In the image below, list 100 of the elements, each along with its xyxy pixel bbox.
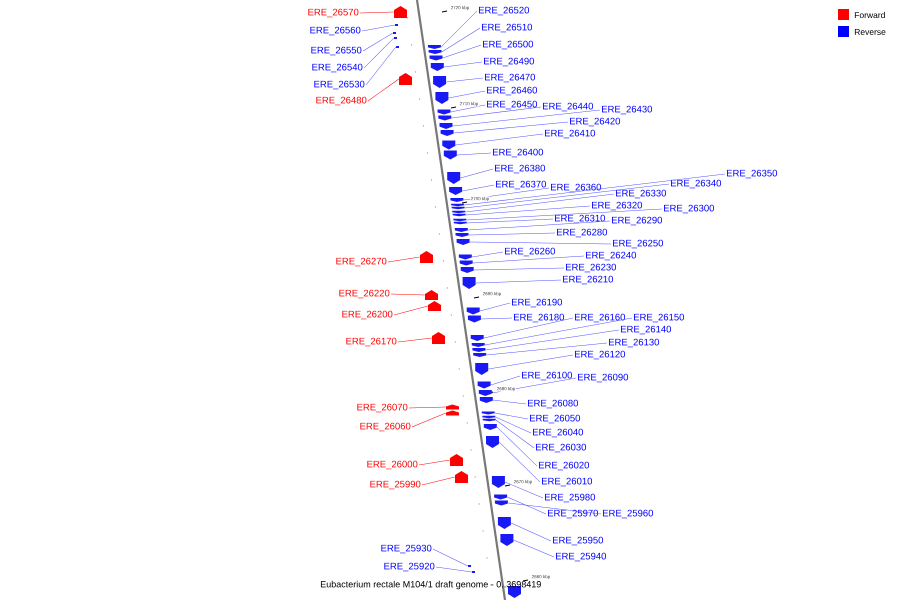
gene-label: ERE_26240 — [586, 252, 636, 260]
leader-line — [468, 220, 610, 230]
leader-line — [464, 184, 670, 208]
leader-line — [455, 134, 544, 146]
leader-line — [508, 502, 602, 514]
gene-block — [449, 187, 462, 195]
leader-line — [496, 426, 538, 466]
leader-line — [454, 122, 568, 134]
gene-label: ERE_25930 — [381, 544, 432, 554]
gene-label: ERE_26050 — [530, 414, 580, 424]
gene-label: ERE_26260 — [505, 248, 556, 256]
leader-line — [486, 342, 608, 356]
leader-line — [470, 242, 612, 244]
leader-line — [496, 420, 534, 448]
leader-line — [466, 206, 590, 216]
gene-block — [432, 332, 445, 344]
leader-line — [484, 318, 574, 338]
gene-label: ERE_26140 — [621, 326, 672, 334]
gene-label: ERE_26100 — [522, 372, 572, 380]
gene-block — [433, 76, 446, 88]
leader-line — [394, 306, 428, 316]
gene-label: ERE_26180 — [514, 314, 564, 322]
gene-block — [468, 316, 481, 322]
gene-label: ERE_26250 — [613, 240, 664, 248]
gene-label: ERE_25970 — [548, 510, 598, 518]
leader-line — [492, 378, 576, 394]
gene-label: ERE_26190 — [512, 298, 562, 308]
gene-label: ERE_26510 — [482, 24, 532, 32]
gene-label: ERE_26220 — [339, 290, 390, 298]
leader-line — [504, 482, 544, 498]
leader-line — [480, 318, 512, 320]
gene-block — [454, 222, 467, 224]
gene-label: ERE_26120 — [575, 350, 626, 360]
gene-block — [452, 214, 466, 216]
leader-line — [507, 496, 546, 514]
leader-line — [436, 566, 472, 572]
gene-block — [508, 586, 521, 598]
gene-block — [394, 6, 407, 18]
gene-label: ERE_26290 — [612, 216, 662, 226]
gene-label: ERE_26460 — [487, 86, 538, 96]
gene-block — [451, 204, 464, 206]
leader-line — [464, 174, 726, 206]
leader-line — [442, 44, 482, 58]
leader-line — [490, 376, 520, 386]
leader-line — [466, 208, 662, 220]
gene-block — [438, 116, 452, 120]
gene-label: ERE_25920 — [384, 562, 434, 572]
gene-label: ERE_26480 — [316, 96, 366, 106]
gene-label: ERE_26300 — [664, 204, 714, 214]
gene-block — [462, 277, 476, 289]
gene-label: ERE_26500 — [483, 40, 534, 50]
gene-label: ERE_26020 — [539, 462, 590, 470]
leader-line — [444, 62, 482, 68]
gene-label: ERE_25940 — [556, 552, 606, 562]
gene-block — [492, 476, 505, 488]
gene-block — [450, 198, 464, 202]
leader-line — [460, 168, 494, 178]
gene-label: ERE_26040 — [533, 428, 584, 438]
leader-line — [484, 318, 632, 346]
legend-label: Forward — [854, 12, 885, 18]
gene-label: ERE_26270 — [336, 258, 386, 266]
leader-line — [418, 460, 450, 466]
leader-line — [448, 90, 486, 98]
gene-label: ERE_26010 — [542, 478, 592, 486]
leader-line — [485, 330, 620, 350]
gene-label: ERE_26450 — [487, 100, 538, 110]
leader-line — [462, 184, 494, 192]
gene-block — [460, 267, 474, 273]
gene-label: ERE_26060 — [360, 422, 410, 432]
leader-line — [412, 412, 446, 428]
gene-block — [452, 210, 466, 214]
gene-label: ERE_26430 — [602, 106, 652, 114]
gene-label: ERE_26420 — [570, 118, 620, 126]
leader-line — [456, 152, 492, 156]
leader-line — [450, 104, 486, 112]
caption: Eubacterium rectale M104/1 draft genome - 0..3698419 — [320, 580, 541, 590]
gene-label: ERE_26070 — [357, 404, 408, 412]
gene-block — [453, 218, 466, 222]
leader-line — [472, 252, 504, 258]
gene-label: ERE_26530 — [314, 80, 364, 90]
gene-block — [420, 251, 433, 263]
gene-block — [455, 471, 468, 483]
gene-block — [494, 494, 508, 500]
leader-line — [463, 188, 550, 200]
gene-label: ERE_26380 — [495, 164, 546, 174]
gene-block — [466, 308, 480, 314]
gene-label: ERE_25990 — [370, 480, 420, 490]
gene-block — [446, 404, 459, 410]
leader-line — [408, 406, 446, 408]
gene-label: ERE_26550 — [311, 46, 362, 56]
gene-block — [494, 500, 508, 506]
gene-block — [456, 239, 470, 245]
leader-line — [440, 10, 478, 48]
gene-label: ERE_26560 — [310, 26, 360, 36]
leader-line — [451, 106, 542, 118]
leader-line — [476, 280, 562, 284]
gene-block — [399, 73, 412, 85]
gene-block — [425, 290, 438, 300]
gene-block — [442, 140, 456, 150]
leader-line — [492, 400, 526, 404]
